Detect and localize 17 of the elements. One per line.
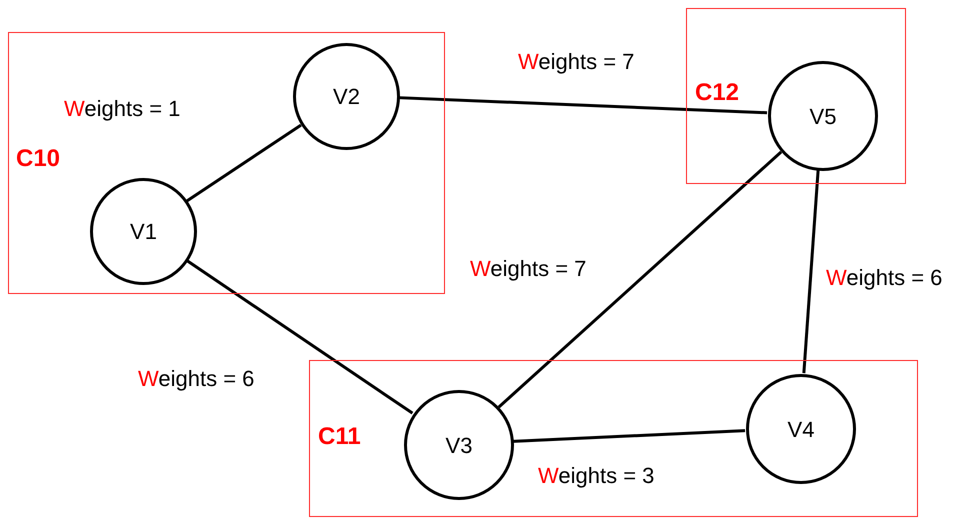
- cluster-label: C11: [318, 425, 361, 449]
- cluster-box: [309, 360, 918, 517]
- vertex-label: V1: [130, 218, 157, 246]
- vertex-label: V5: [810, 102, 836, 130]
- vertex-label: V3: [446, 432, 472, 460]
- cluster-box: [8, 32, 445, 294]
- vertex-label: V2: [333, 83, 360, 111]
- cluster-label: C12: [695, 81, 740, 105]
- edge-line: [186, 124, 302, 202]
- edge-line: [498, 150, 782, 408]
- edge-line: [398, 96, 768, 114]
- cluster-label: C10: [16, 147, 60, 171]
- edge-line: [512, 429, 746, 443]
- edge-line: [802, 170, 820, 374]
- edge-line: [186, 259, 414, 414]
- cluster-box: [686, 8, 906, 184]
- vertex-label: V4: [788, 416, 814, 444]
